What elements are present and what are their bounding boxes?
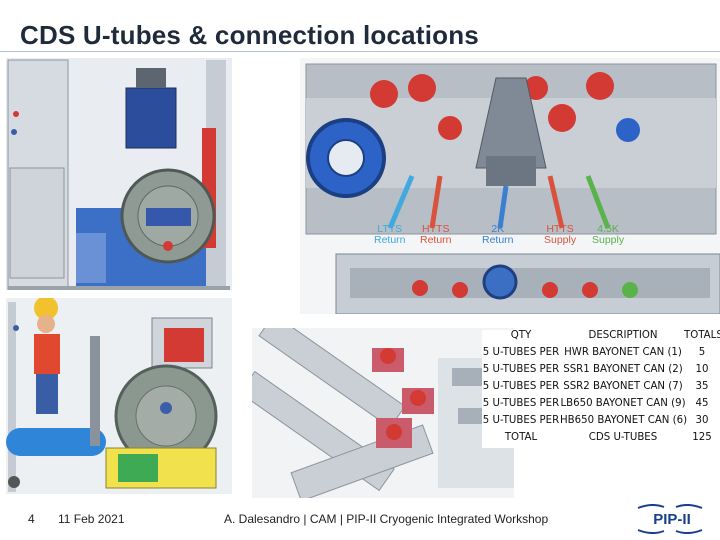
footer-text: A. Dalesandro | CAM | PIP-II Cryogenic I… [224,512,549,526]
table-header-row: QTY DESCRIPTION TOTALS [482,330,720,347]
top-left-cad-image [6,58,232,290]
bottom-left-cad-image [6,298,232,494]
page-number: 4 [28,512,35,526]
pip-ii-logo: PIP-II [634,503,706,535]
table-row: 5 U-TUBES PER SSR2 BAYONET CAN (7) 35 [482,381,709,392]
top-right-cad-image: LTTS Return HTTS Return 2K Return HTTS S… [300,58,720,314]
title-divider [0,51,720,52]
u-tube-table: QTY DESCRIPTION TOTALS 5 U-TUBES PER HWR… [482,330,720,448]
date: 11 Feb 2021 [58,512,125,526]
table-total-row: TOTAL CDS U-TUBES 125 [504,432,712,443]
table-row: 5 U-TUBES PER SSR1 BAYONET CAN (2) 10 [482,364,709,375]
label-2k-return: 2K Return [482,223,514,246]
bottom-middle-cad-image [252,328,514,498]
label-ltts-return: LTTS Return [374,223,406,246]
table-row: 5 U-TUBES PER HWR BAYONET CAN (1) 5 [482,347,706,358]
slide-title: CDS U-tubes & connection locations [20,20,479,50]
label-45k-supply: 4.5K Supply [592,223,625,246]
header-totals: TOTALS [684,330,720,341]
label-htts-return: HTTS Return [420,223,452,246]
label-htts-supply: HTTS Supply [544,223,577,246]
table-row: 5 U-TUBES PER HB650 BAYONET CAN (6) 30 [482,415,709,426]
header-qty: QTY [510,330,532,341]
header-description: DESCRIPTION [588,330,658,341]
logo-text: PIP-II [653,511,691,528]
table-row: 5 U-TUBES PER LB650 BAYONET CAN (9) 45 [482,398,709,409]
